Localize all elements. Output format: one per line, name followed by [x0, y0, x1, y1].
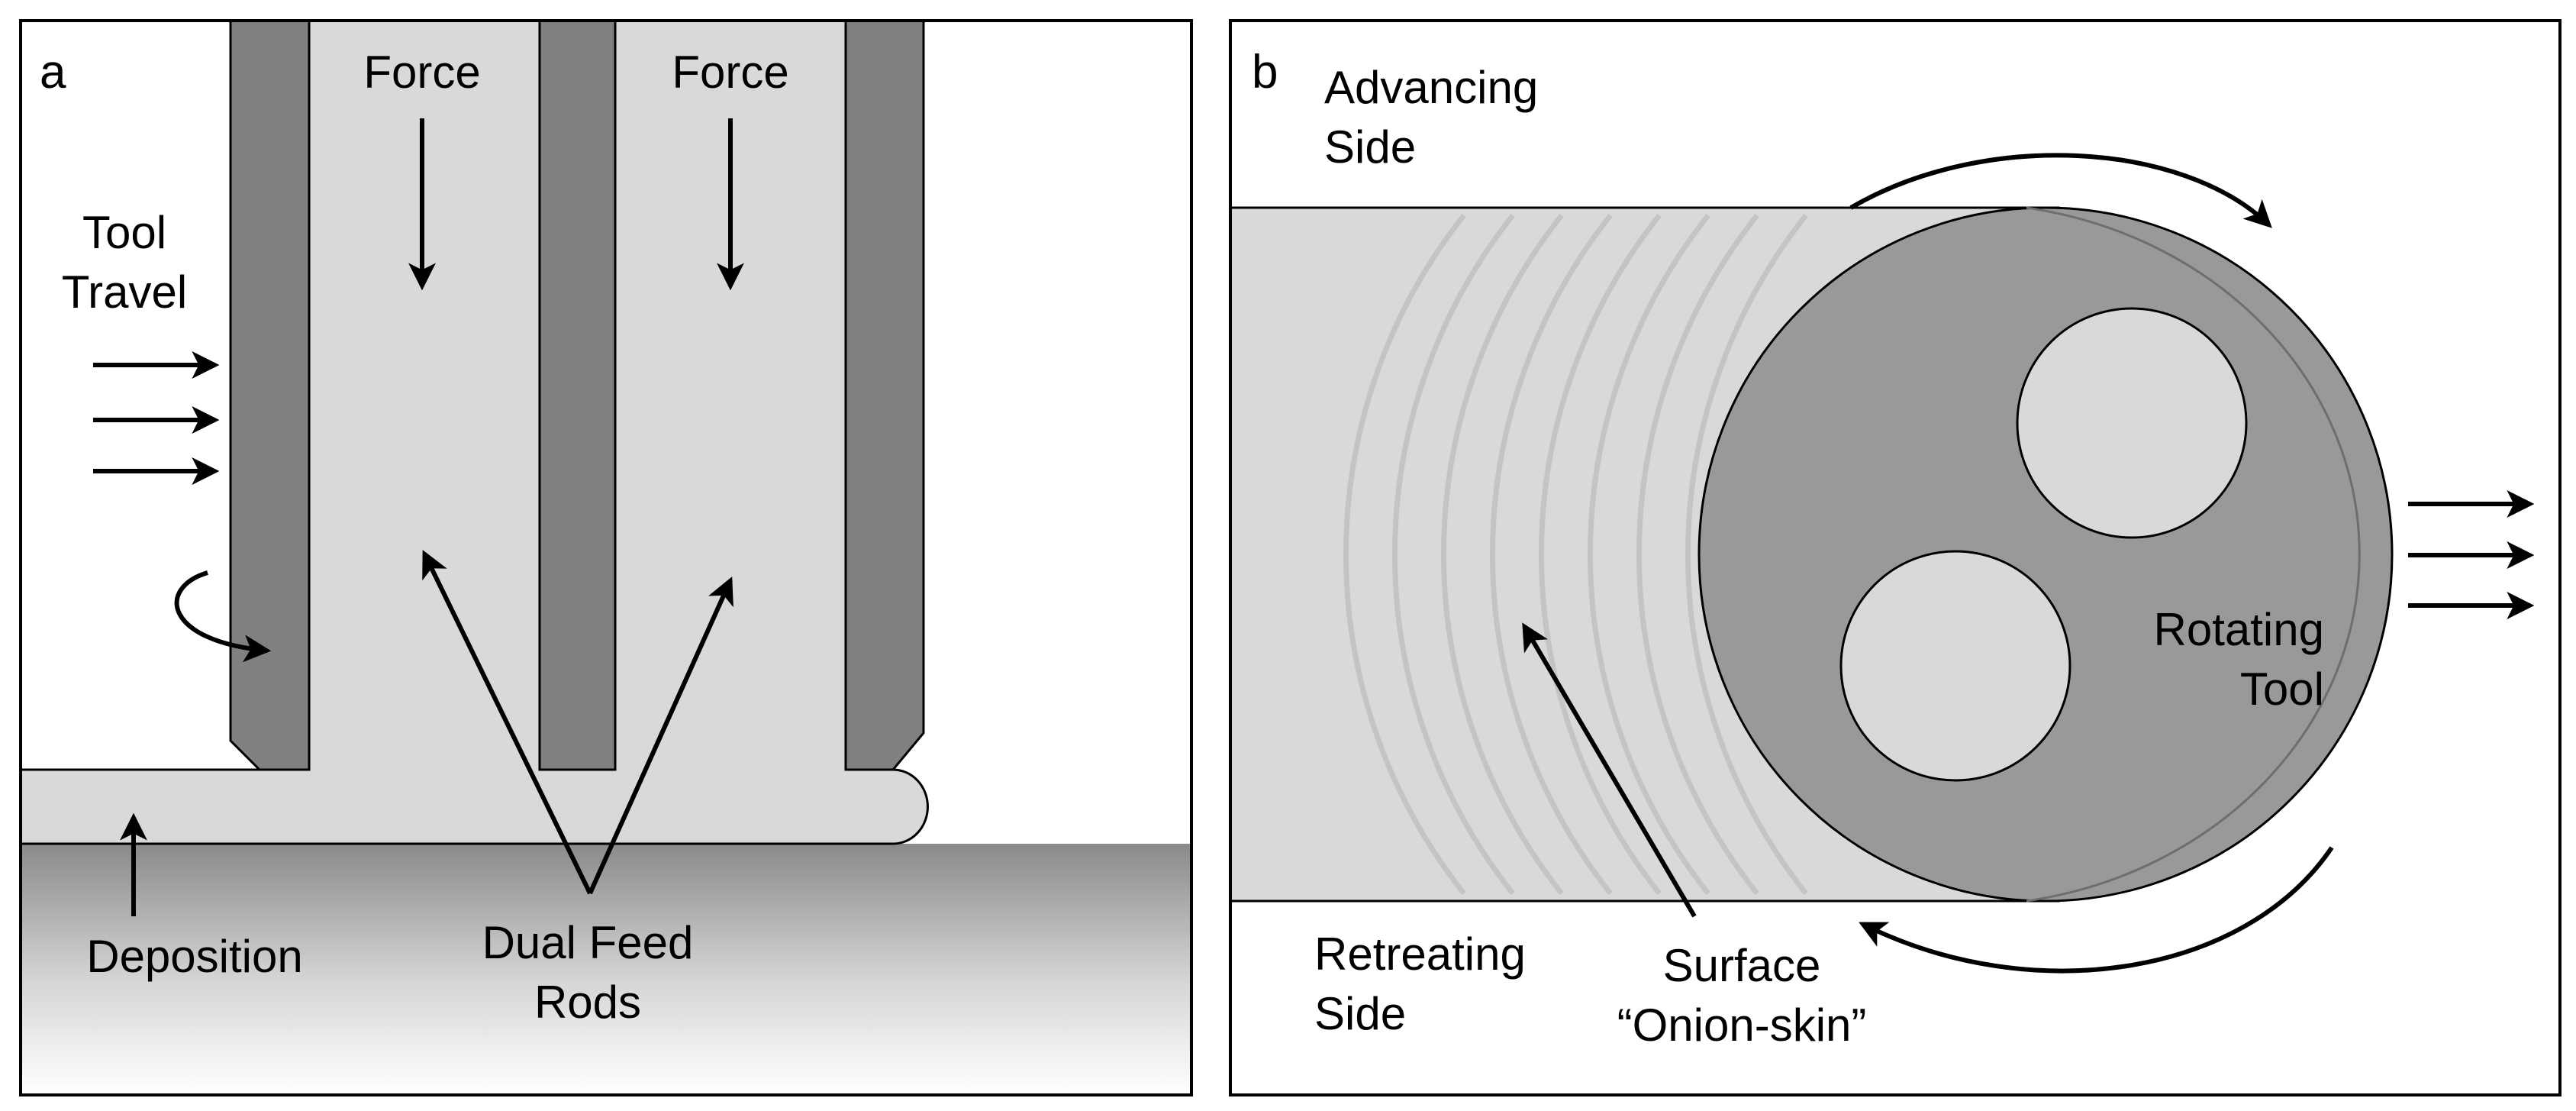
advancing-side-label-line-2: Side: [1324, 121, 1416, 173]
dual-feed-rods-label-line-2: Rods: [534, 977, 641, 1028]
dual-feed-arrow-right: [588, 576, 733, 895]
rotating-tool-face: [1697, 206, 2394, 903]
tool-wall-left: [229, 21, 311, 771]
rotating-tool-label-line-2: Tool: [2240, 664, 2324, 715]
substrate: [21, 844, 1191, 1095]
rotation-arrow-panel-a: [174, 570, 272, 663]
panel-b-letter: b: [1252, 46, 1278, 99]
deposited-layer: [21, 768, 929, 845]
feed-rod-section-lower: [1839, 550, 2071, 782]
deposition-label: Deposition: [86, 931, 303, 982]
panel-a-arrows: [93, 118, 744, 916]
dual-feed-arrow-left: [422, 550, 592, 895]
panel-b-frame: [1229, 19, 2561, 1096]
panel-a-letter: a: [40, 46, 66, 99]
surface-onion-skin-label-line-2: “Onion-skin”: [1617, 1000, 1867, 1051]
force-label-left: Force: [363, 47, 480, 98]
dual-feed-rods-label-line-1: Dual Feed: [482, 917, 694, 968]
rotation-arrow-bottom: [1859, 846, 2334, 974]
onion-skin-rings: [1343, 213, 1808, 896]
panel-a-frame: [19, 19, 1193, 1096]
panel-b-deposition-top-view: [1230, 206, 2394, 903]
surface-onion-skin-label-line-1: Surface: [1663, 940, 1821, 991]
rotation-arrow-top: [1849, 153, 2272, 228]
tool-wall-center: [538, 21, 617, 771]
feed-rod-section-upper: [2016, 307, 2248, 539]
panel-b-arrows: [1522, 153, 2535, 974]
onion-skin-arrow: [1522, 622, 1697, 918]
advancing-side-label-line-1: Advancing: [1324, 62, 1538, 113]
tool-face-shadow-edge: [2026, 206, 2361, 903]
retreating-side-label-line-2: Side: [1314, 988, 1406, 1039]
rotating-tool-label-line-1: Rotating: [2154, 604, 2324, 655]
tool-wall-right: [844, 21, 925, 771]
retreating-side-label-line-1: Retreating: [1314, 929, 1526, 980]
force-label-right: Force: [672, 47, 788, 98]
tool-travel-label-line-1: Tool: [82, 207, 166, 258]
tool-travel-label-line-2: Travel: [62, 266, 187, 318]
